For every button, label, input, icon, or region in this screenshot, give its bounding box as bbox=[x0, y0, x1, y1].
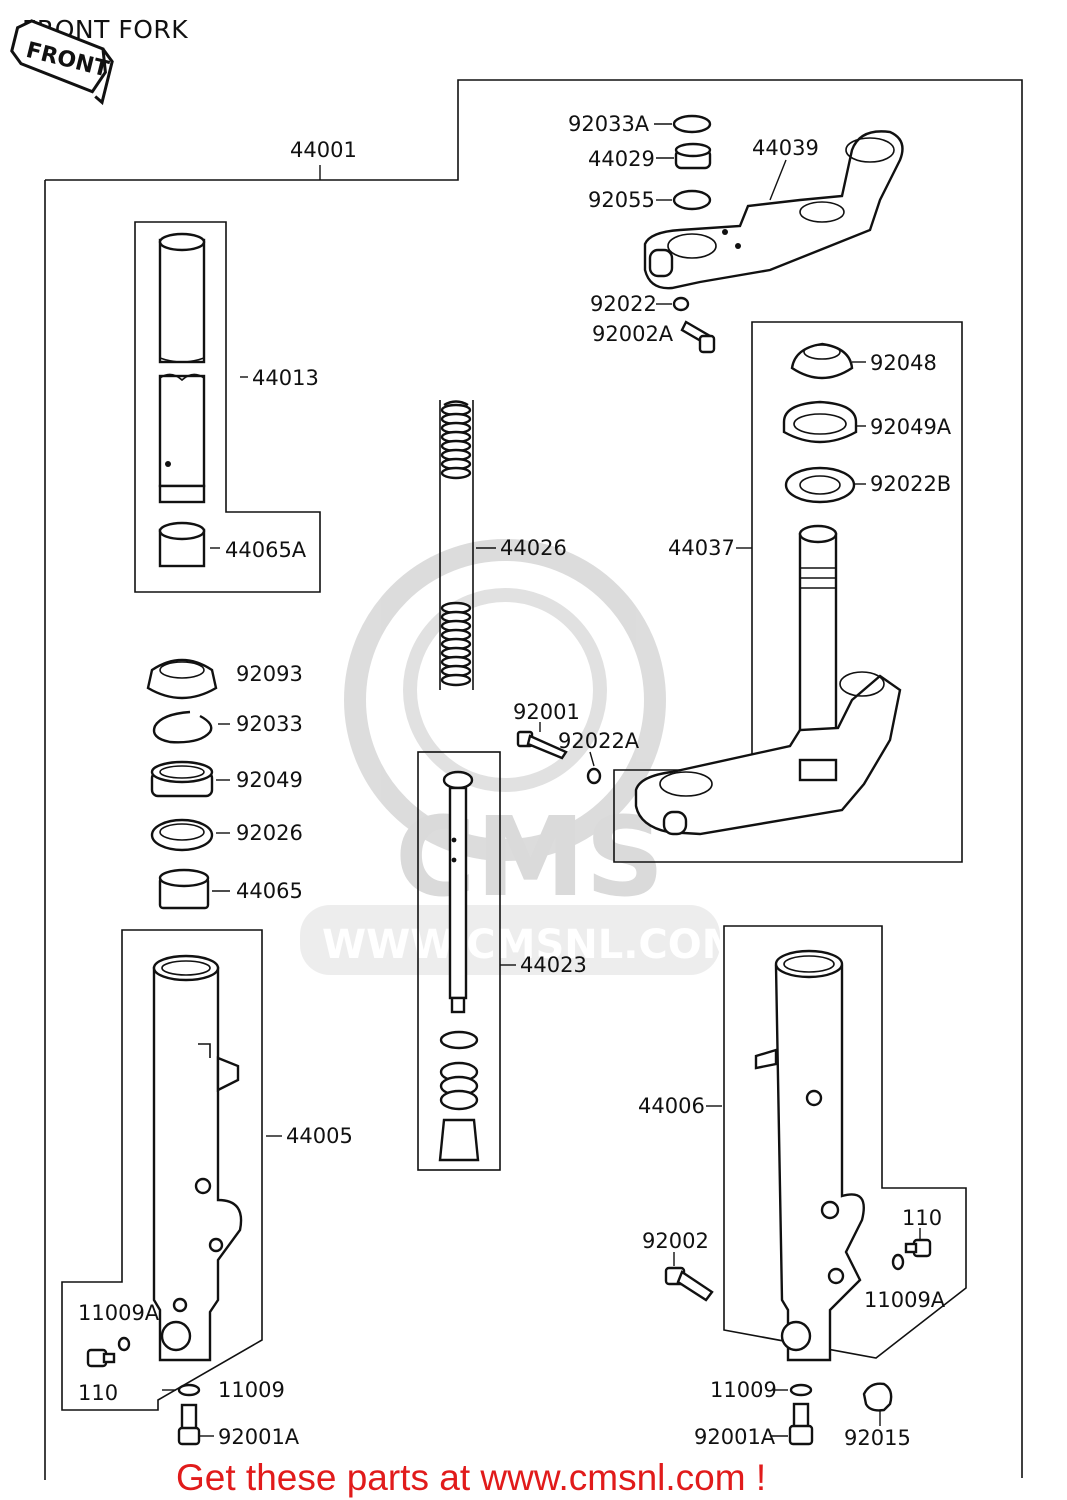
watermark-url: WWW.CMSNL.COM bbox=[322, 922, 742, 968]
label-92055: 92055 bbox=[588, 188, 655, 212]
bolt-92001-center bbox=[516, 730, 568, 760]
bolt-92001A-left bbox=[177, 1403, 201, 1446]
washer-92022B bbox=[784, 466, 856, 504]
label-11009A-right: 11009A bbox=[864, 1288, 946, 1312]
bushing-44065A bbox=[158, 521, 206, 568]
damper-rod-44023 bbox=[438, 770, 480, 1162]
fork-spring-44026 bbox=[440, 400, 472, 687]
watermark-logo: CMS bbox=[395, 793, 664, 921]
label-92015: 92015 bbox=[844, 1426, 911, 1450]
steering-stem-44037 bbox=[634, 524, 902, 836]
bolt-92002A bbox=[680, 320, 716, 354]
oil-seal-92093 bbox=[146, 658, 218, 700]
damper-group bbox=[417, 751, 501, 1171]
washer-92022 bbox=[672, 296, 690, 312]
label-44001: 44001 bbox=[290, 138, 357, 162]
label-44039: 44039 bbox=[752, 136, 819, 160]
spring-coil bbox=[440, 466, 472, 480]
gasket-11009A-left bbox=[117, 1336, 131, 1352]
drain-bolt-110-right bbox=[904, 1238, 932, 1258]
gasket-11009-right bbox=[789, 1383, 813, 1397]
gasket-11009A-right bbox=[891, 1253, 905, 1271]
part-labels: 44001 44013 44065A 92093 92033 92049 920… bbox=[78, 112, 952, 1450]
label-44026: 44026 bbox=[500, 536, 567, 560]
call-to-action-link[interactable]: Get these parts at www.cmsnl.com ! bbox=[176, 1457, 766, 1498]
label-92033A: 92033A bbox=[568, 112, 650, 136]
label-44013: 44013 bbox=[252, 366, 319, 390]
leader-lines bbox=[162, 123, 921, 1437]
outer-tube-right bbox=[754, 949, 865, 1362]
fork-tube-upper bbox=[158, 232, 206, 364]
fork-tube-lower bbox=[158, 373, 206, 504]
label-44029: 44029 bbox=[588, 147, 655, 171]
steering-stem-group bbox=[613, 321, 963, 863]
outer-tube-right-group bbox=[723, 925, 967, 1362]
seals-top-stack bbox=[672, 114, 712, 211]
bearing-92049A bbox=[782, 400, 858, 444]
label-44065: 44065 bbox=[236, 879, 303, 903]
label-110-right: 110 bbox=[902, 1206, 942, 1230]
label-92048: 92048 bbox=[870, 351, 937, 375]
washer-92049 bbox=[150, 760, 214, 798]
spring-group bbox=[439, 400, 474, 690]
bolt-92002-right bbox=[664, 1266, 714, 1302]
drain-bolt-110-left bbox=[86, 1348, 116, 1368]
label-11009A-left: 11009A bbox=[78, 1301, 160, 1325]
snap-ring-92033 bbox=[152, 710, 213, 744]
label-44006: 44006 bbox=[638, 1094, 705, 1118]
label-92049: 92049 bbox=[236, 768, 303, 792]
label-92002A: 92002A bbox=[592, 322, 674, 346]
o-ring-92033A bbox=[672, 114, 712, 134]
label-92033: 92033 bbox=[236, 712, 303, 736]
label-92093: 92093 bbox=[236, 662, 303, 686]
upper-bracket-44039 bbox=[643, 130, 904, 290]
label-92049A: 92049A bbox=[870, 415, 952, 439]
label-44065A: 44065A bbox=[225, 538, 307, 562]
label-44005: 44005 bbox=[286, 1124, 353, 1148]
label-110-left: 110 bbox=[78, 1381, 118, 1405]
label-92022: 92022 bbox=[590, 292, 657, 316]
dust-seal-92048 bbox=[790, 342, 854, 380]
bushing-44065 bbox=[158, 868, 210, 910]
label-92002: 92002 bbox=[642, 1229, 709, 1253]
label-92001A-left: 92001A bbox=[218, 1425, 300, 1449]
label-11009-left: 11009 bbox=[218, 1378, 285, 1402]
watermark: CMS WWW.CMSNL.COM bbox=[300, 539, 742, 975]
label-44023: 44023 bbox=[520, 953, 587, 977]
outer-tube-left-group bbox=[61, 929, 263, 1411]
oil-seal-92026 bbox=[150, 818, 214, 852]
collar-92015 bbox=[862, 1382, 893, 1412]
outer-tube-left bbox=[152, 954, 243, 1362]
fork-tube-group bbox=[134, 221, 321, 593]
gasket-11009-left bbox=[177, 1383, 201, 1397]
label-11009-right: 11009 bbox=[710, 1378, 777, 1402]
label-44037: 44037 bbox=[668, 536, 735, 560]
o-ring-92055 bbox=[672, 189, 712, 211]
washer-92022A-center bbox=[586, 767, 602, 785]
bolt-92001A-right bbox=[788, 1402, 814, 1446]
label-92022B: 92022B bbox=[870, 472, 951, 496]
label-92001: 92001 bbox=[513, 700, 580, 724]
label-92022A: 92022A bbox=[558, 729, 640, 753]
spring-coil bbox=[440, 673, 472, 687]
label-92026: 92026 bbox=[236, 821, 303, 845]
label-92001A-right: 92001A bbox=[694, 1425, 776, 1449]
assembly-boundary bbox=[44, 79, 1023, 1480]
